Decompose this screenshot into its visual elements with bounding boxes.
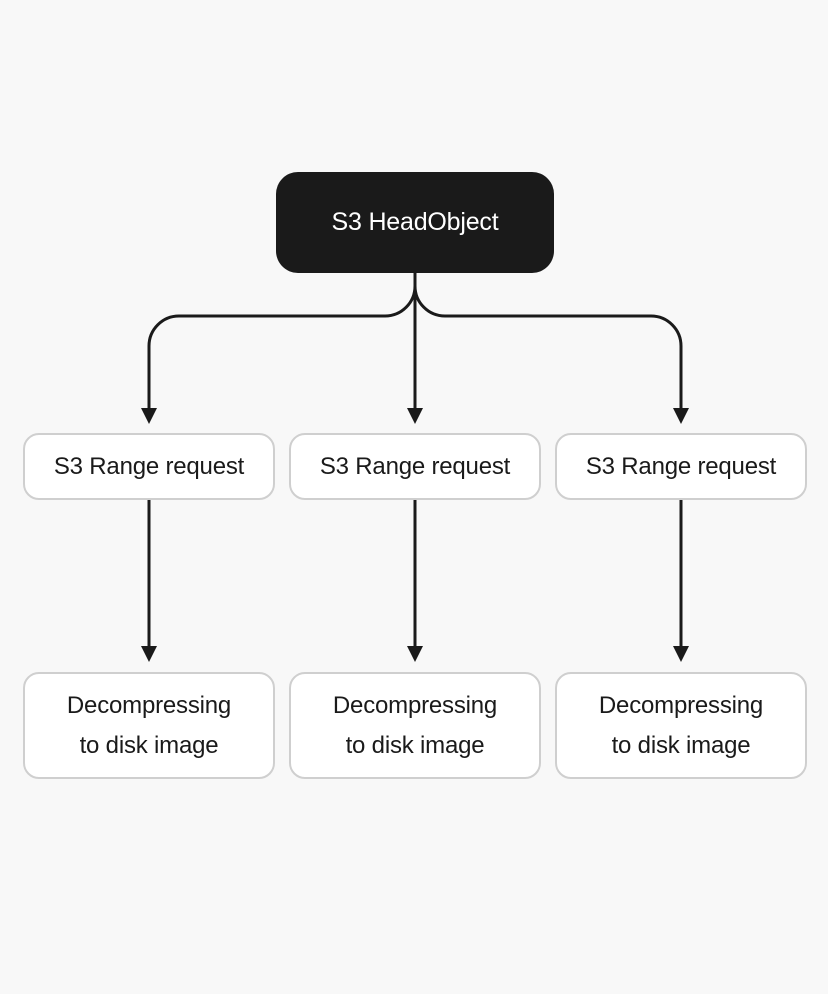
- arrowhead-icon: [141, 408, 157, 424]
- node-decompressing-label-line1: Decompressing: [66, 691, 232, 719]
- arrowhead-icon: [407, 646, 423, 662]
- node-decompressing-label-line2: to disk image: [79, 731, 219, 759]
- arrowhead-icon: [673, 646, 689, 662]
- node-s3-range-request-center: S3 Range request: [289, 433, 541, 500]
- node-s3-range-request-label: S3 Range request: [585, 452, 777, 480]
- node-decompressing-label-line2: to disk image: [345, 731, 485, 759]
- node-decompressing-label-line1: Decompressing: [332, 691, 498, 719]
- node-s3-range-request-right: S3 Range request: [555, 433, 807, 500]
- arrowheads: [141, 408, 689, 662]
- arrowhead-icon: [141, 646, 157, 662]
- connector-root-to-left: [147, 273, 417, 410]
- node-decompressing-center: Decompressing to disk image: [289, 672, 541, 779]
- arrowhead-icon: [407, 408, 423, 424]
- node-s3-range-request-label: S3 Range request: [53, 452, 245, 480]
- node-s3-range-request-left: S3 Range request: [23, 433, 275, 500]
- node-s3-headobject-label: S3 HeadObject: [331, 208, 499, 236]
- node-s3-range-request-label: S3 Range request: [319, 452, 511, 480]
- arrowhead-icon: [673, 408, 689, 424]
- connector-root-to-right: [413, 273, 683, 410]
- node-decompressing-label-line2: to disk image: [611, 731, 751, 759]
- arrow-lines: [147, 273, 683, 648]
- node-decompressing-left: Decompressing to disk image: [23, 672, 275, 779]
- node-decompressing-label-line1: Decompressing: [598, 691, 764, 719]
- node-decompressing-right: Decompressing to disk image: [555, 672, 807, 779]
- node-s3-headobject: S3 HeadObject: [276, 172, 554, 273]
